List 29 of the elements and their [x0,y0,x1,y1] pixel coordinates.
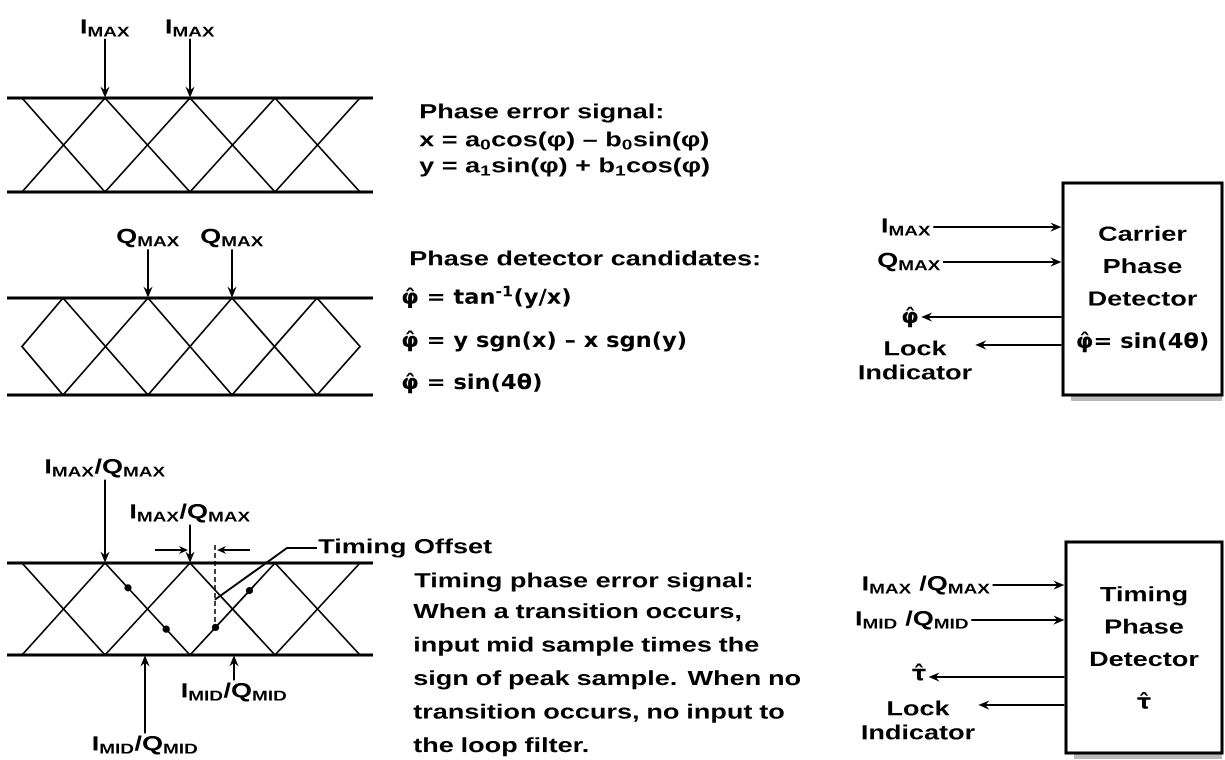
leader-line [213,547,318,601]
signal-label: I$_{MAX}$ /Q$_{MAX}$ [863,575,990,595]
signal-label: Lock Indicator [862,700,975,740]
signal-label: I$_{MAX}$/Q$_{MAX}$ [46,458,165,478]
detector-box: Carrier Phase Detector φ̂= sin(4θ) [1061,181,1224,401]
signal-label: I$_{MID}$ /Q$_{MID}$ [856,610,968,630]
signal-label: I$_{MID}$/Q$_{MID}$ [93,735,197,755]
signal-label: I$_{MAX}$ [166,19,215,37]
eye-diagram-drawing [7,96,373,194]
equation: φ̂ = y sgn(x) – x sgn(y) [402,330,686,352]
eye-diagram-drawing [7,561,373,657]
equation: x = a$_{0}$cos(φ) – b$_{0}$sin(φ) [419,131,708,151]
equation: φ̂ = sin(4θ) [402,372,541,394]
signal-label: I$_{MAX}$ [81,19,130,37]
signal-label: Lock Indicator [859,340,972,380]
signal-label: I$_{MAX}$/Q$_{MAX}$ [131,503,250,523]
detector-box: Timing Phase Detector τ̂ [1064,540,1224,759]
description-text: When a transition occurs, input mid sample times the sign of peak sample. When no transition occurs, no input to the loop filter. [413,603,801,757]
signal-label: Q$_{MAX}$ [117,228,180,248]
signal-label: Q$_{MAX}$ [878,252,941,272]
signal-label: φ̂ [902,306,918,328]
equation: y = a$_{1}$sin(φ) + b$_{1}$cos(φ) [419,157,709,177]
signal-label: I$_{MID}$/Q$_{MID}$ [182,682,286,702]
callout-label: Timing Offset [318,538,492,558]
signal-label: Q$_{MAX}$ [201,228,264,248]
eye-diagram-drawing [7,296,373,397]
signal-label: I$_{MAX}$ [882,218,931,236]
heading: Phase detector candidates: [411,250,759,266]
signal-label: τ̂ [912,663,926,681]
